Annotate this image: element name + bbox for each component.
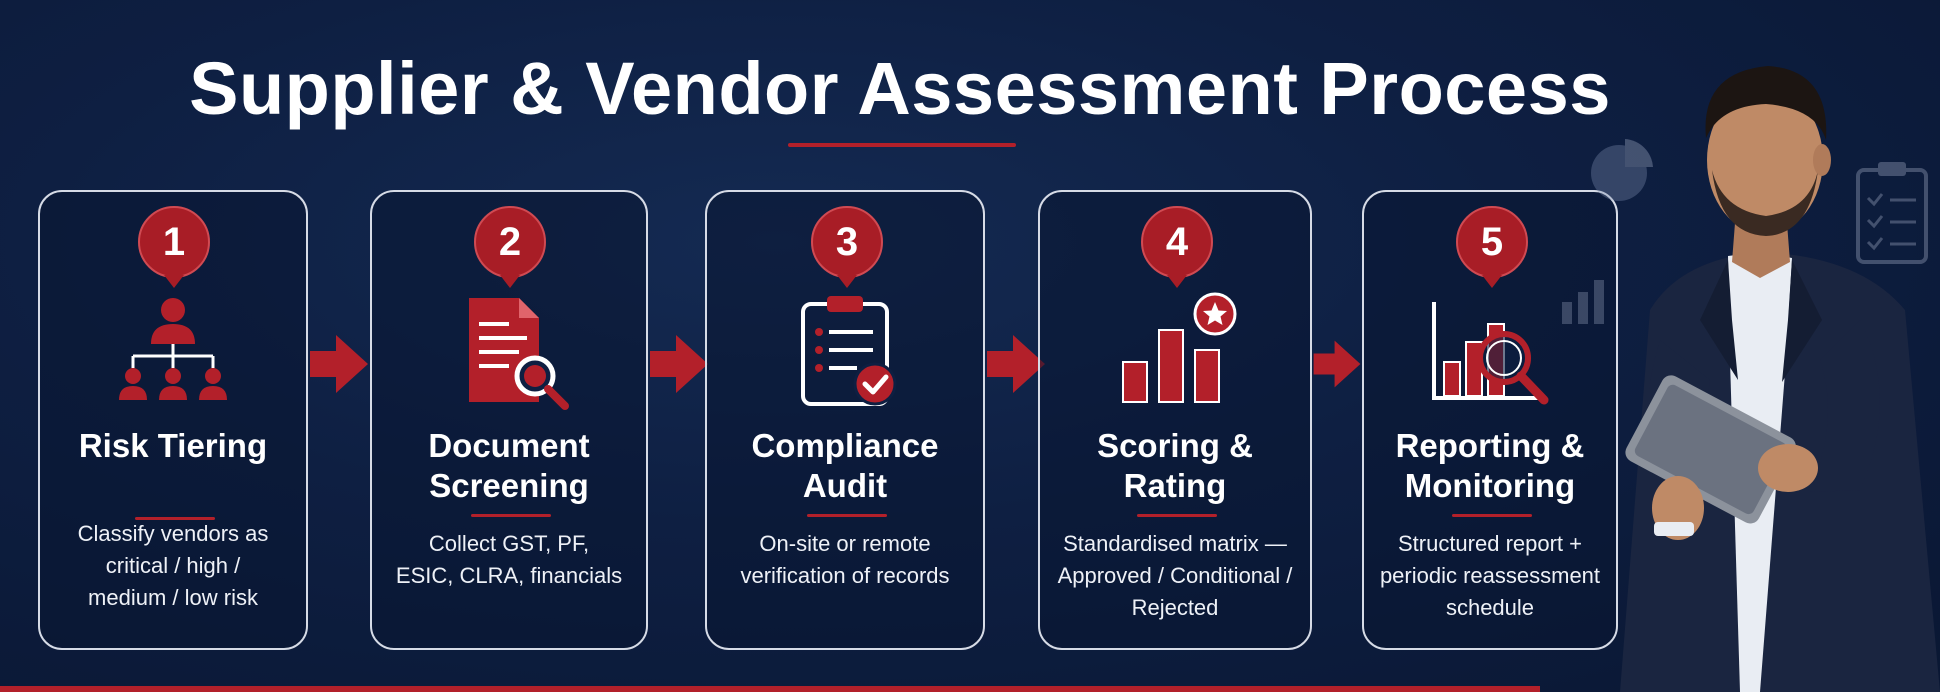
step-number-badge: 4 xyxy=(1141,206,1213,278)
arrow-right-icon xyxy=(1312,333,1362,395)
document-magnifier-icon xyxy=(372,292,646,410)
step-title: Compliance Audit xyxy=(707,426,983,506)
step-title: Risk Tiering xyxy=(40,426,306,466)
step-number-badge: 3 xyxy=(811,206,883,278)
step-title: Document Screening xyxy=(372,426,646,506)
step-number-badge: 5 xyxy=(1456,206,1528,278)
step-divider xyxy=(1452,514,1532,517)
step-description: On-site or remote verification of record… xyxy=(717,528,973,592)
businessman-with-tablet xyxy=(1560,20,1940,692)
title-underline xyxy=(788,143,1016,147)
arrow-right-icon xyxy=(308,333,370,395)
page-title: Supplier & Vendor Assessment Process xyxy=(0,46,1800,131)
org-hierarchy-icon xyxy=(40,292,306,410)
step-card-4: 4 Scoring & Rating Standardised matrix —… xyxy=(1038,190,1312,650)
step-divider xyxy=(807,514,887,517)
step-card-3: 3 Compliance Audit On-site or remote ver… xyxy=(705,190,985,650)
step-number-badge: 1 xyxy=(138,206,210,278)
bar-chart-star-icon xyxy=(1040,292,1310,410)
step-description: Classify vendors as critical / high / me… xyxy=(50,518,296,614)
step-number-badge: 2 xyxy=(474,206,546,278)
step-divider xyxy=(1137,514,1217,517)
step-card-1: 1 Risk Tiering Classify vendors as criti… xyxy=(38,190,308,650)
bottom-accent-bar xyxy=(0,686,1540,692)
clipboard-checklist-icon xyxy=(707,292,983,410)
arrow-right-icon xyxy=(648,333,710,395)
step-divider xyxy=(471,514,551,517)
step-title: Scoring & Rating xyxy=(1040,426,1310,506)
step-description: Standardised matrix — Approved / Conditi… xyxy=(1050,528,1300,624)
step-description: Collect GST, PF, ESIC, CLRA, financials xyxy=(382,528,636,592)
step-card-2: 2 Document Screening Collect GST, PF, ES… xyxy=(370,190,648,650)
